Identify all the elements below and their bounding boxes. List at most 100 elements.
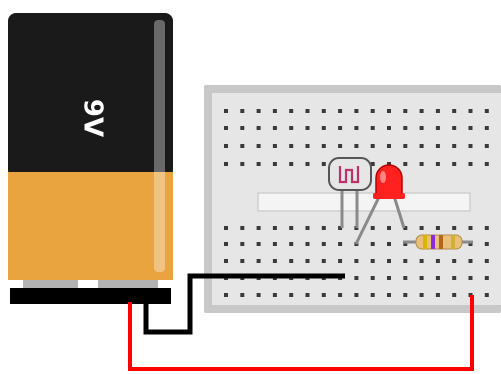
- breadboard-hole: [452, 276, 457, 280]
- breadboard-hole: [272, 126, 277, 130]
- breadboard-hole: [272, 162, 277, 166]
- breadboard-hole: [224, 109, 228, 113]
- breadboard-hole: [240, 259, 245, 263]
- breadboard-hole: [305, 144, 310, 148]
- resistor-band-1: [423, 235, 427, 249]
- breadboard-hole: [338, 293, 343, 297]
- breadboard-hole: [289, 144, 294, 148]
- breadboard-hole: [387, 109, 391, 113]
- battery-body-top: [8, 13, 173, 178]
- breadboard-hole: [419, 293, 424, 297]
- breadboard-hole: [484, 259, 489, 263]
- breadboard-hole: [289, 259, 294, 263]
- breadboard-hole: [224, 144, 228, 148]
- breadboard-hole: [272, 259, 277, 263]
- breadboard-hole: [484, 293, 489, 297]
- breadboard-hole: [370, 109, 375, 113]
- breadboard-hole: [468, 144, 473, 148]
- breadboard-hole: [224, 293, 228, 297]
- photoresistor: [328, 157, 372, 228]
- breadboard-hole: [370, 226, 375, 230]
- breadboard-hole: [321, 293, 326, 297]
- breadboard-hole: [305, 259, 310, 263]
- breadboard-hole: [370, 259, 375, 263]
- breadboard-hole: [484, 162, 489, 166]
- breadboard-hole: [403, 162, 408, 166]
- breadboard-hole: [403, 242, 408, 246]
- breadboard: [204, 85, 501, 313]
- breadboard-hole: [224, 126, 228, 130]
- breadboard-hole: [370, 276, 375, 280]
- breadboard-hole: [272, 109, 277, 113]
- breadboard-hole: [468, 259, 473, 263]
- breadboard-hole: [370, 126, 375, 130]
- breadboard-center-channel: [257, 192, 471, 212]
- breadboard-hole: [354, 259, 359, 263]
- wire-negative: [143, 273, 345, 335]
- breadboard-hole: [289, 293, 294, 297]
- breadboard-hole: [272, 226, 277, 230]
- breadboard-hole: [435, 293, 440, 297]
- breadboard-hole: [468, 109, 473, 113]
- breadboard-hole: [256, 144, 261, 148]
- breadboard-hole: [224, 226, 228, 230]
- breadboard-hole: [256, 226, 261, 230]
- breadboard-hole: [370, 144, 375, 148]
- breadboard-hole: [387, 162, 391, 166]
- breadboard-hole: [403, 126, 408, 130]
- breadboard-hole: [272, 293, 277, 297]
- breadboard-hole: [484, 242, 489, 246]
- resistor-band-2: [431, 235, 435, 249]
- breadboard-hole: [484, 276, 489, 280]
- breadboard-hole: [403, 226, 408, 230]
- breadboard-hole: [354, 276, 359, 280]
- breadboard-hole: [289, 162, 294, 166]
- resistor-band-4: [451, 235, 455, 249]
- breadboard-hole: [338, 126, 343, 130]
- breadboard-hole: [452, 259, 457, 263]
- led-leg-anode: [392, 195, 406, 229]
- red-led: [354, 164, 406, 245]
- breadboard-hole: [256, 242, 261, 246]
- breadboard-hole: [354, 126, 359, 130]
- breadboard-hole: [338, 144, 343, 148]
- breadboard-hole: [321, 226, 326, 230]
- breadboard-hole: [354, 109, 359, 113]
- led-rim: [373, 193, 405, 199]
- breadboard-hole: [419, 126, 424, 130]
- breadboard-hole: [305, 126, 310, 130]
- breadboard-hole: [240, 109, 245, 113]
- breadboard-hole: [452, 293, 457, 297]
- breadboard-hole: [289, 226, 294, 230]
- breadboard-hole: [468, 276, 473, 280]
- battery-base: [10, 288, 171, 304]
- breadboard-hole: [468, 162, 473, 166]
- led-bulb: [375, 164, 403, 197]
- breadboard-hole: [370, 162, 375, 166]
- breadboard-hole: [240, 242, 245, 246]
- breadboard-hole: [240, 162, 245, 166]
- breadboard-hole: [240, 144, 245, 148]
- photoresistor-head: [328, 157, 372, 191]
- breadboard-hole: [419, 144, 424, 148]
- breadboard-hole: [387, 293, 391, 297]
- breadboard-hole: [484, 126, 489, 130]
- breadboard-hole: [387, 242, 391, 246]
- breadboard-hole: [354, 293, 359, 297]
- breadboard-hole: [435, 259, 440, 263]
- breadboard-hole: [419, 109, 424, 113]
- breadboard-hole: [452, 226, 457, 230]
- breadboard-hole: [272, 144, 277, 148]
- breadboard-hole: [435, 226, 440, 230]
- breadboard-hole: [452, 162, 457, 166]
- wire-positive: [128, 295, 474, 371]
- breadboard-hole: [321, 162, 326, 166]
- breadboard-hole: [484, 226, 489, 230]
- battery-9v: 9V: [8, 13, 173, 304]
- breadboard-hole: [452, 109, 457, 113]
- breadboard-hole: [305, 109, 310, 113]
- breadboard-hole: [468, 226, 473, 230]
- battery-body-bottom-corner: [8, 262, 173, 280]
- breadboard-hole: [403, 293, 408, 297]
